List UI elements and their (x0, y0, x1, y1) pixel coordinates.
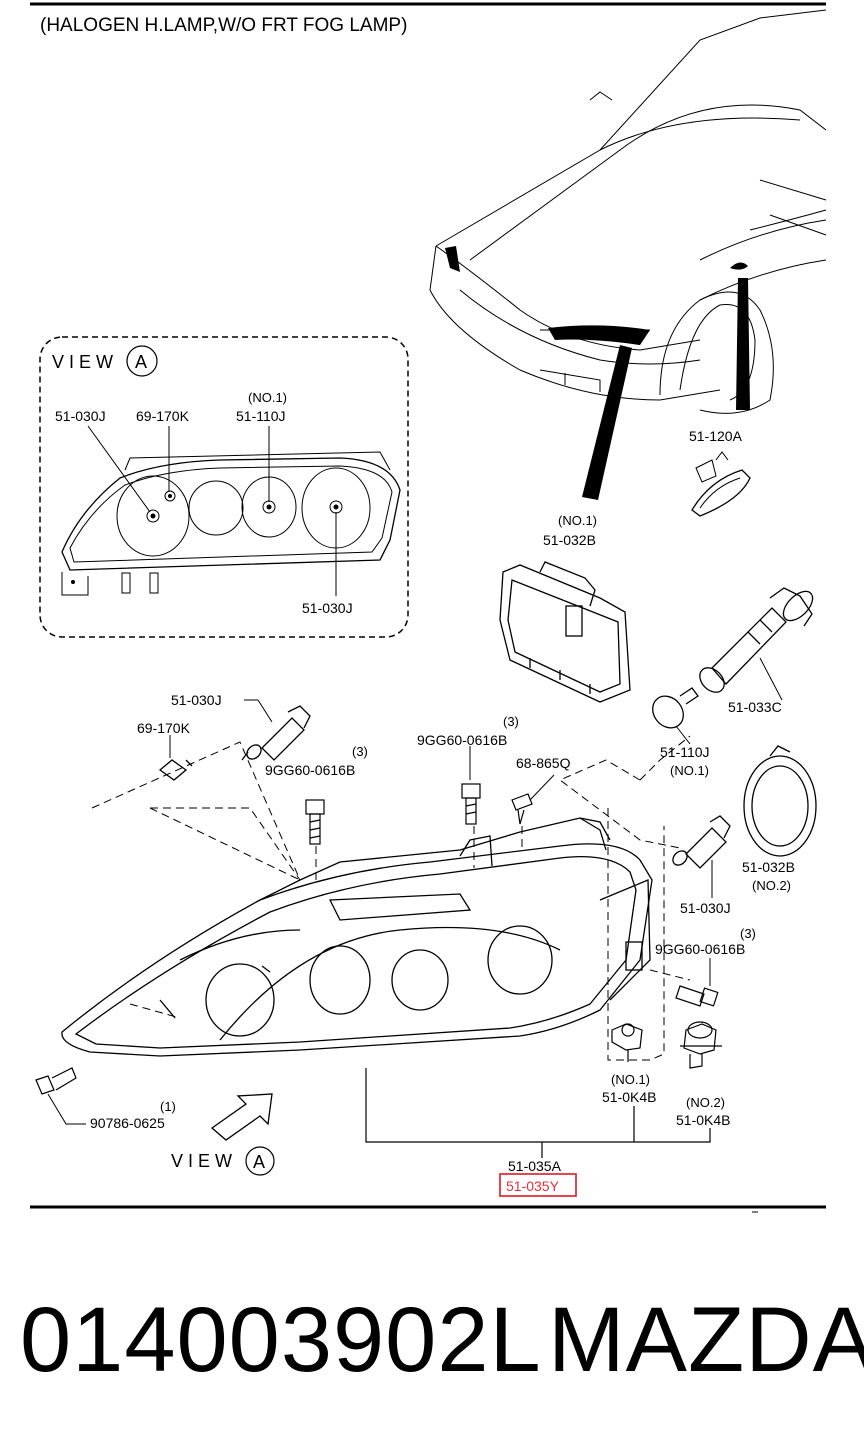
car-illustration (429, 9, 827, 414)
pointer-wedge-side-marker (736, 278, 750, 410)
bracket-51-0k4b-no2 (680, 1021, 722, 1069)
headlamp-location-marker (445, 246, 460, 272)
part-number: 014003902L (20, 1289, 542, 1391)
bulb-socket (699, 587, 814, 693)
bolt-90786-0625 (35, 1067, 77, 1095)
inset-lamp-housing (61, 457, 401, 571)
label-bracket2-note: (NO.2) (686, 1095, 725, 1110)
callout-51-030j-bottom: 51-030J (302, 600, 353, 616)
bulb-51-030j-left (241, 705, 311, 761)
bulb-69-170k (158, 759, 193, 781)
label-51-030j-top: 51-030J (171, 692, 222, 708)
label-68-865q: 68-865Q (516, 755, 571, 771)
label-bracket1: 51-0K4B (602, 1089, 656, 1105)
label-screw-mid: 9GG60-0616B (417, 732, 507, 748)
diagram-title: (HALOGEN H.LAMP,W/O FRT FOG LAMP) (40, 15, 407, 36)
label-screw-right: 9GG60-0616B (655, 941, 745, 957)
pointer-wedge-headlamp (582, 345, 632, 500)
view-arrow-label: V I E W (171, 1151, 232, 1171)
clip-68-865q (511, 793, 533, 825)
highlight-box (499, 1173, 577, 1197)
label-screw-left-qty: (3) (352, 744, 368, 759)
label-51-030j-right: 51-030J (680, 900, 731, 916)
side-marker-location (730, 262, 748, 270)
label-69-170k: 69-170K (137, 720, 191, 736)
rear-cover-no2 (743, 745, 817, 857)
view-a-label: V I E W (52, 352, 113, 372)
callout-no1-note: (NO.1) (248, 390, 287, 405)
label-51-033c: 51-033C (728, 699, 782, 715)
view-a-arrow (210, 1093, 273, 1141)
screw-9gg60-mid (461, 783, 481, 825)
view-arrow-letter: A (253, 1152, 265, 1172)
rear-cover-no1 (499, 561, 631, 703)
screw-9gg60-right (675, 985, 719, 1007)
label-screw-right-qty: (3) (740, 926, 756, 941)
label-screw-left: 9GG60-0616B (265, 762, 355, 778)
callout-51-030j-left: 51-030J (55, 408, 106, 424)
brand-name: MAZDA (548, 1289, 864, 1391)
assembly-bracket-lines (365, 1068, 711, 1158)
headlamp-location-marker (548, 325, 650, 345)
label-bolt-qty: (1) (160, 1099, 176, 1114)
label-51-110j-note: (NO.1) (670, 763, 709, 778)
view-a-circle (126, 345, 158, 377)
screw-9gg60-left (305, 799, 325, 845)
label-cover1-note: (NO.1) (558, 513, 597, 528)
callout-69-170k: 69-170K (136, 408, 190, 424)
label-bracket2: 51-0K4B (676, 1112, 730, 1128)
label-51-032b-no2: 51-032B (742, 859, 795, 875)
view-arrow-circle (245, 1146, 275, 1176)
side-marker-lamp (691, 451, 751, 517)
callout-51-110j: 51-110J (236, 408, 286, 424)
label-cover2-note: (NO.2) (752, 878, 791, 893)
label-51-035a: 51-035A (508, 1158, 562, 1174)
label-bracket1-note: (NO.1) (611, 1072, 650, 1087)
view-a-inset: V I E W A 51-030J 69-170K (NO.1) 51-110J… (39, 336, 409, 638)
bulb-51-030j-right (672, 815, 731, 869)
dashed-leaders (91, 735, 691, 1061)
label-51-120a: 51-120A (689, 428, 743, 444)
label-51-110j: 51-110J (660, 744, 710, 760)
label-51-032b-top: 51-032B (543, 532, 596, 548)
label-screw-mid-qty: (3) (503, 714, 519, 729)
view-a-frame (39, 336, 409, 638)
label-bolt: 90786-0625 (90, 1115, 165, 1131)
headlamp-assembly (61, 817, 653, 1057)
bracket-51-0k4b-no1 (611, 1023, 643, 1062)
label-51-035y: 51-035Y (506, 1178, 560, 1194)
view-a-letter: A (135, 352, 147, 372)
bulb-51-110j (652, 687, 699, 729)
